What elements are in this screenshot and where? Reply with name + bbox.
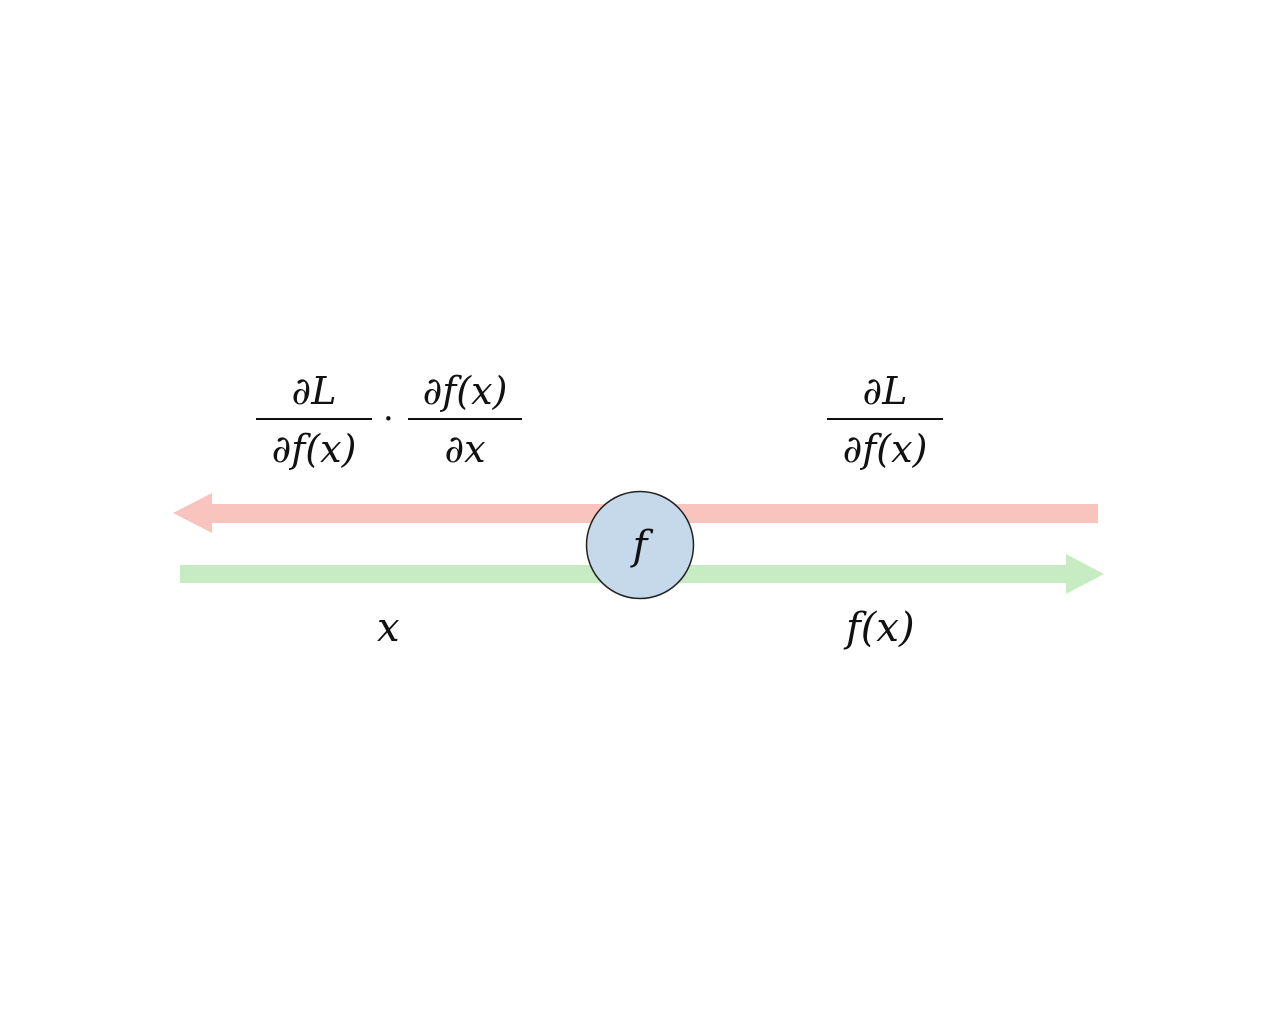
fraction-denominator: ∂f(x) bbox=[271, 427, 357, 471]
downstream-grad-right-fraction: ∂f(x) ∂x bbox=[408, 372, 522, 468]
multiply-operator: · bbox=[383, 399, 394, 439]
fraction-bar bbox=[827, 418, 943, 420]
forward-arrow-head bbox=[1066, 554, 1104, 594]
fraction-denominator: ∂f(x) bbox=[842, 427, 928, 471]
input-label: x bbox=[377, 605, 400, 651]
fraction-bar bbox=[408, 418, 522, 420]
fraction-denominator: ∂x bbox=[444, 427, 486, 471]
fraction-numerator: ∂f(x) bbox=[422, 369, 508, 413]
fraction-bar bbox=[256, 418, 372, 420]
function-node bbox=[585, 490, 695, 600]
fraction-numerator: ∂L bbox=[862, 369, 908, 413]
upstream-grad-fraction: ∂L ∂f(x) bbox=[827, 372, 943, 468]
output-label: f(x) bbox=[846, 605, 915, 651]
fraction-numerator: ∂L bbox=[291, 369, 337, 413]
downstream-grad-left-fraction: ∂L ∂f(x) bbox=[256, 372, 372, 468]
backward-arrow-head bbox=[173, 493, 212, 533]
